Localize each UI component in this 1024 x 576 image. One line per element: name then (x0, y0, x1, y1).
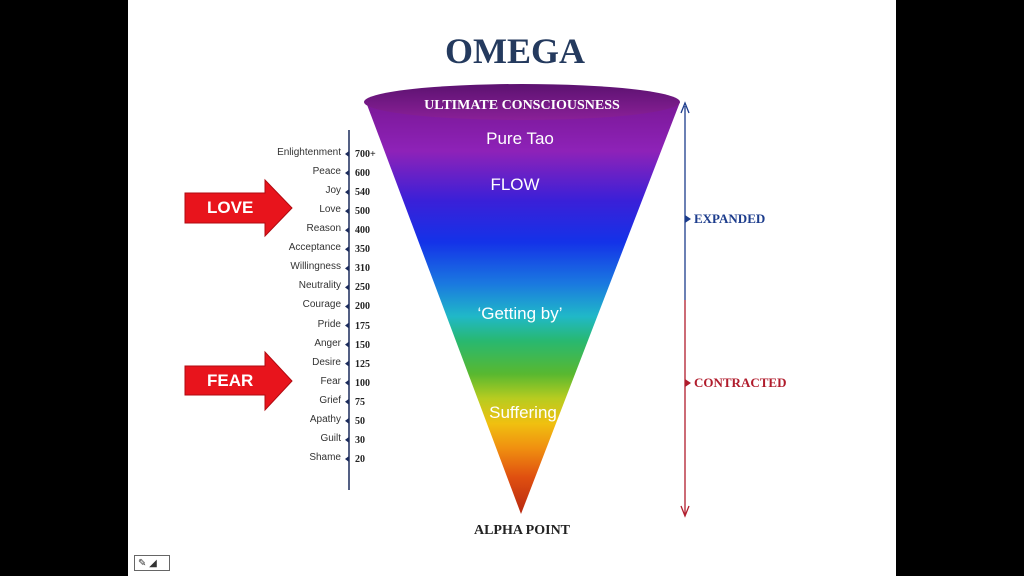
love-arrow-label: LOVE (207, 198, 254, 217)
scale-tick-icon (345, 398, 349, 405)
scale-tick-icon (345, 436, 349, 443)
scale-value: 125 (355, 358, 370, 370)
cone-label-getting-by: ‘Getting by’ (477, 304, 563, 323)
scale-value: 150 (355, 339, 370, 351)
contracted-marker-icon (685, 379, 691, 387)
scale-label: Grief (319, 394, 341, 406)
scale-tick-icon (345, 284, 349, 291)
scale-tick-icon (345, 189, 349, 196)
scale-value: 540 (355, 187, 370, 199)
cone-label-flow: FLOW (490, 175, 540, 194)
scale-tick-icon (345, 151, 349, 157)
scale-tick-icon (345, 341, 349, 348)
scale-tick-icon (345, 170, 349, 177)
scale-value: 250 (355, 282, 370, 294)
scale-label: Love (319, 204, 341, 216)
fear-arrow-icon (184, 350, 293, 412)
scale-ticks (345, 151, 349, 462)
scale-tick-icon (345, 303, 349, 310)
scale-label: Willingness (290, 261, 341, 273)
expanded-arrow-head (680, 101, 690, 114)
scale-label: Reason (306, 223, 341, 235)
scale-tick-icon (345, 455, 349, 462)
scale-value: 310 (355, 263, 370, 275)
scale-label: Pride (317, 318, 341, 330)
scale-tick-icon (345, 208, 349, 215)
scale-tick-icon (345, 417, 349, 424)
cone-label-pure-tao: Pure Tao (486, 129, 554, 148)
scale-value: 200 (355, 301, 370, 313)
scale-tick-icon (345, 265, 349, 272)
scale-label: Anger (314, 337, 341, 349)
fear-arrow-label: FEAR (207, 371, 254, 390)
slide-control-icon[interactable]: ✎ ◢ (134, 555, 170, 571)
scale-label: Neutrality (298, 280, 341, 292)
scale-value: 175 (355, 320, 370, 332)
scale-label: Joy (325, 185, 341, 197)
love-arrow-icon (184, 178, 293, 238)
scale-label: Apathy (309, 413, 341, 425)
scale-label: Courage (302, 299, 341, 311)
cone-top-ellipse (364, 84, 680, 120)
scale-label: Acceptance (288, 242, 341, 254)
scale-label: Desire (312, 356, 341, 368)
bottom-label: ALPHA POINT (474, 523, 571, 538)
contracted-label: CONTRACTED (694, 375, 786, 390)
scale-tick-icon (345, 322, 349, 329)
expanded-label: EXPANDED (694, 211, 765, 226)
scale-tick-icon (345, 379, 349, 386)
scale-value: 20 (355, 453, 365, 465)
diagram-title: OMEGA (445, 31, 585, 71)
scale-tick-icon (345, 246, 349, 253)
scale-tick-icon (345, 360, 349, 367)
scale-value: 75 (355, 396, 365, 408)
expanded-marker-icon (685, 215, 691, 223)
scale-value: 700+ (355, 149, 376, 160)
scale-value: 400 (355, 225, 370, 237)
scale-value: 100 (355, 377, 370, 389)
cone-label-suffering: Suffering (489, 403, 557, 422)
scale-value: 500 (355, 206, 370, 218)
scale-value: 50 (355, 415, 365, 427)
contracted-arrow-head (680, 505, 690, 518)
scale-label: Fear (320, 375, 341, 387)
scale-value: 600 (355, 168, 370, 180)
scale-label: Enlightenment (277, 147, 341, 158)
scale-value: 30 (355, 434, 365, 446)
scale-value: 350 (355, 244, 370, 256)
scale-label: Peace (312, 166, 341, 178)
consciousness-cone (366, 102, 680, 514)
top-label: ULTIMATE CONSCIOUSNESS (424, 98, 620, 113)
scale-tick-icon (345, 227, 349, 234)
scale-label: Shame (309, 451, 341, 463)
scale-label: Guilt (320, 432, 341, 444)
